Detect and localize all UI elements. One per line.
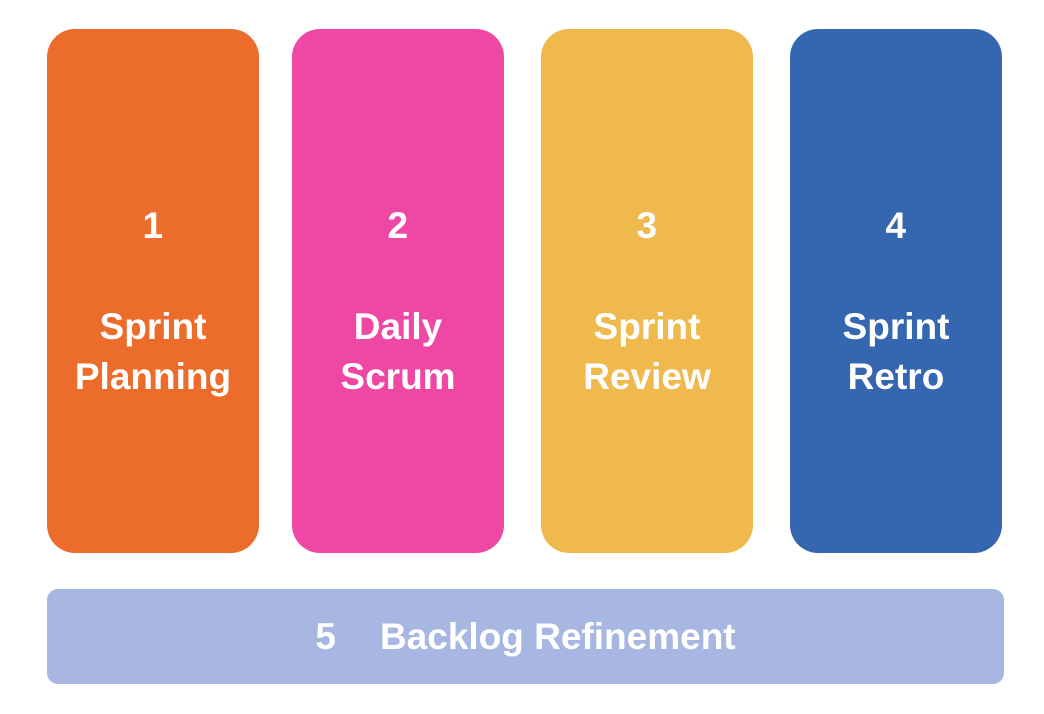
bar-label: Backlog Refinement (379, 616, 736, 657)
card-label: Daily Scrum (340, 306, 456, 398)
card-number: 4 (885, 205, 907, 246)
card-number: 2 (387, 205, 409, 246)
process-card-sprint-planning[interactable]: 1 Sprint Planning (47, 29, 259, 553)
process-card-sprint-review[interactable]: 3 Sprint Review (541, 29, 753, 553)
card-number: 3 (636, 205, 658, 246)
bar-number: 5 (315, 616, 336, 657)
process-card-daily-scrum[interactable]: 2 Daily Scrum (292, 29, 504, 553)
process-bar-backlog-refinement[interactable]: 5 Backlog Refinement (47, 589, 1004, 684)
card-label: Sprint Review (583, 306, 711, 398)
card-number: 1 (142, 205, 164, 246)
card-label: Sprint Retro (842, 306, 950, 398)
card-label: Sprint Planning (74, 306, 232, 398)
process-card-sprint-retro[interactable]: 4 Sprint Retro (790, 29, 1002, 553)
